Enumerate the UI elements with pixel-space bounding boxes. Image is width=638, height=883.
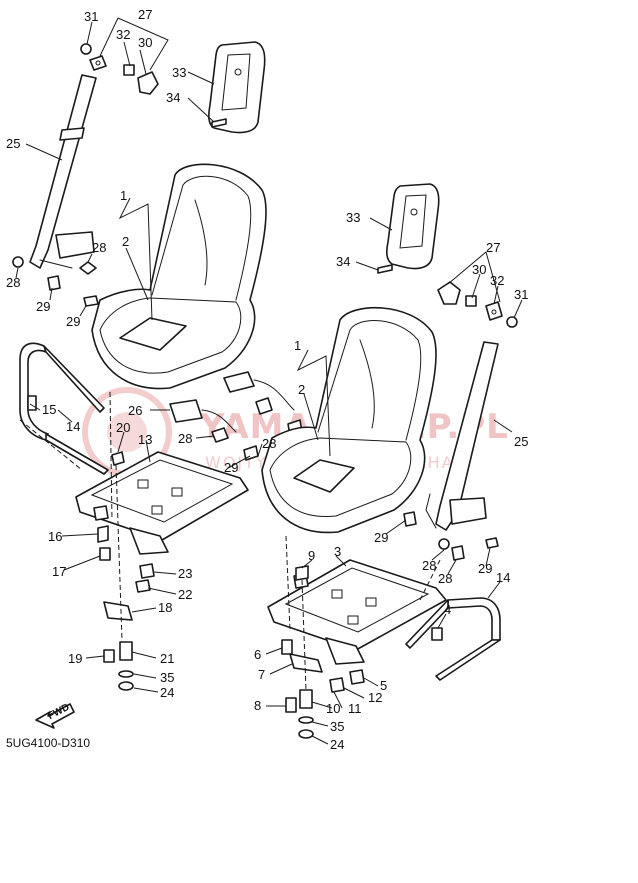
right-seat-belt: [425, 341, 499, 531]
left-belt-fasteners: [12, 256, 99, 307]
callout-34: 34: [166, 90, 180, 105]
diagram-code: 5UG4100-D310: [6, 736, 90, 750]
left-seat-belt: [29, 74, 97, 269]
right-anchor-hardware: [437, 281, 518, 328]
callout-28: 28: [92, 240, 106, 255]
forward-direction-arrow: FWD: [35, 702, 75, 729]
right-seat-frame: [267, 559, 447, 665]
callout-14: 14: [496, 570, 510, 585]
callout-15: 15: [42, 402, 56, 417]
callout-29: 29: [36, 299, 50, 314]
callout-25: 25: [6, 136, 20, 151]
callout-30: 30: [472, 262, 486, 277]
callout-29: 29: [478, 561, 492, 576]
callout-2: 2: [122, 234, 129, 249]
callout-30: 30: [138, 35, 152, 50]
callout-35: 35: [330, 719, 344, 734]
callout-34: 34: [336, 254, 350, 269]
right-frame-fasteners: [281, 565, 365, 739]
callout-29: 29: [66, 314, 80, 329]
assembly-guide-lines: [19, 391, 441, 691]
callout-18: 18: [158, 600, 172, 615]
callout-1: 1: [120, 188, 127, 203]
callout-25: 25: [514, 434, 528, 449]
left-frame-fasteners: [97, 451, 155, 691]
callout-33: 33: [172, 65, 186, 80]
callout-32: 32: [116, 27, 130, 42]
callout-13: 13: [138, 432, 152, 447]
callout-4: 4: [444, 602, 451, 617]
callout-8: 8: [254, 698, 261, 713]
callout-31: 31: [514, 287, 528, 302]
left-seat-handle-bar: [19, 342, 109, 475]
right-seat: [261, 306, 437, 534]
leader-lines: [15, 17, 523, 745]
callout-22: 22: [178, 587, 192, 602]
callout-33: 33: [346, 210, 360, 225]
callout-labels: 31 27 32 30 33 34 25 1 2 28 28 29 29 15 …: [6, 7, 528, 752]
callout-28: 28: [438, 571, 452, 586]
callout-7: 7: [258, 667, 265, 682]
callout-29: 29: [374, 530, 388, 545]
right-seat-handle-bar: [405, 597, 501, 681]
callout-31: 31: [84, 9, 98, 24]
callout-12: 12: [368, 690, 382, 705]
watermark-logo-inner: [107, 412, 147, 452]
left-anchor-hardware: [80, 43, 227, 128]
right-belt-fasteners: [403, 511, 499, 561]
callout-26: 26: [128, 403, 142, 418]
callout-9: 9: [308, 548, 315, 563]
left-upper-anchor-cover: [208, 41, 266, 134]
callout-28: 28: [178, 431, 192, 446]
callout-29: 29: [224, 460, 238, 475]
callout-3: 3: [334, 544, 341, 559]
callout-23: 23: [178, 566, 192, 581]
callout-27: 27: [138, 7, 152, 22]
callout-11: 11: [348, 701, 362, 716]
callout-24: 24: [160, 685, 174, 700]
callout-19: 19: [68, 651, 82, 666]
callout-10: 10: [326, 701, 340, 716]
seat-belt-switch-lead: [169, 371, 303, 461]
callout-21: 21: [160, 651, 174, 666]
callout-28: 28: [422, 558, 436, 573]
callout-28: 28: [262, 436, 276, 451]
callout-17: 17: [52, 564, 66, 579]
callout-2: 2: [298, 382, 305, 397]
callout-27: 27: [486, 240, 500, 255]
callout-5: 5: [380, 678, 387, 693]
callout-35: 35: [160, 670, 174, 685]
callout-16: 16: [48, 529, 62, 544]
left-seat: [91, 163, 267, 390]
callout-20: 20: [116, 420, 130, 435]
callout-24: 24: [330, 737, 344, 752]
callout-6: 6: [254, 647, 261, 662]
left-seat-frame: [75, 451, 249, 555]
callout-32: 32: [490, 273, 504, 288]
right-upper-anchor-cover: [377, 183, 440, 274]
callout-1: 1: [294, 338, 301, 353]
callout-14: 14: [66, 419, 80, 434]
callout-28: 28: [6, 275, 20, 290]
